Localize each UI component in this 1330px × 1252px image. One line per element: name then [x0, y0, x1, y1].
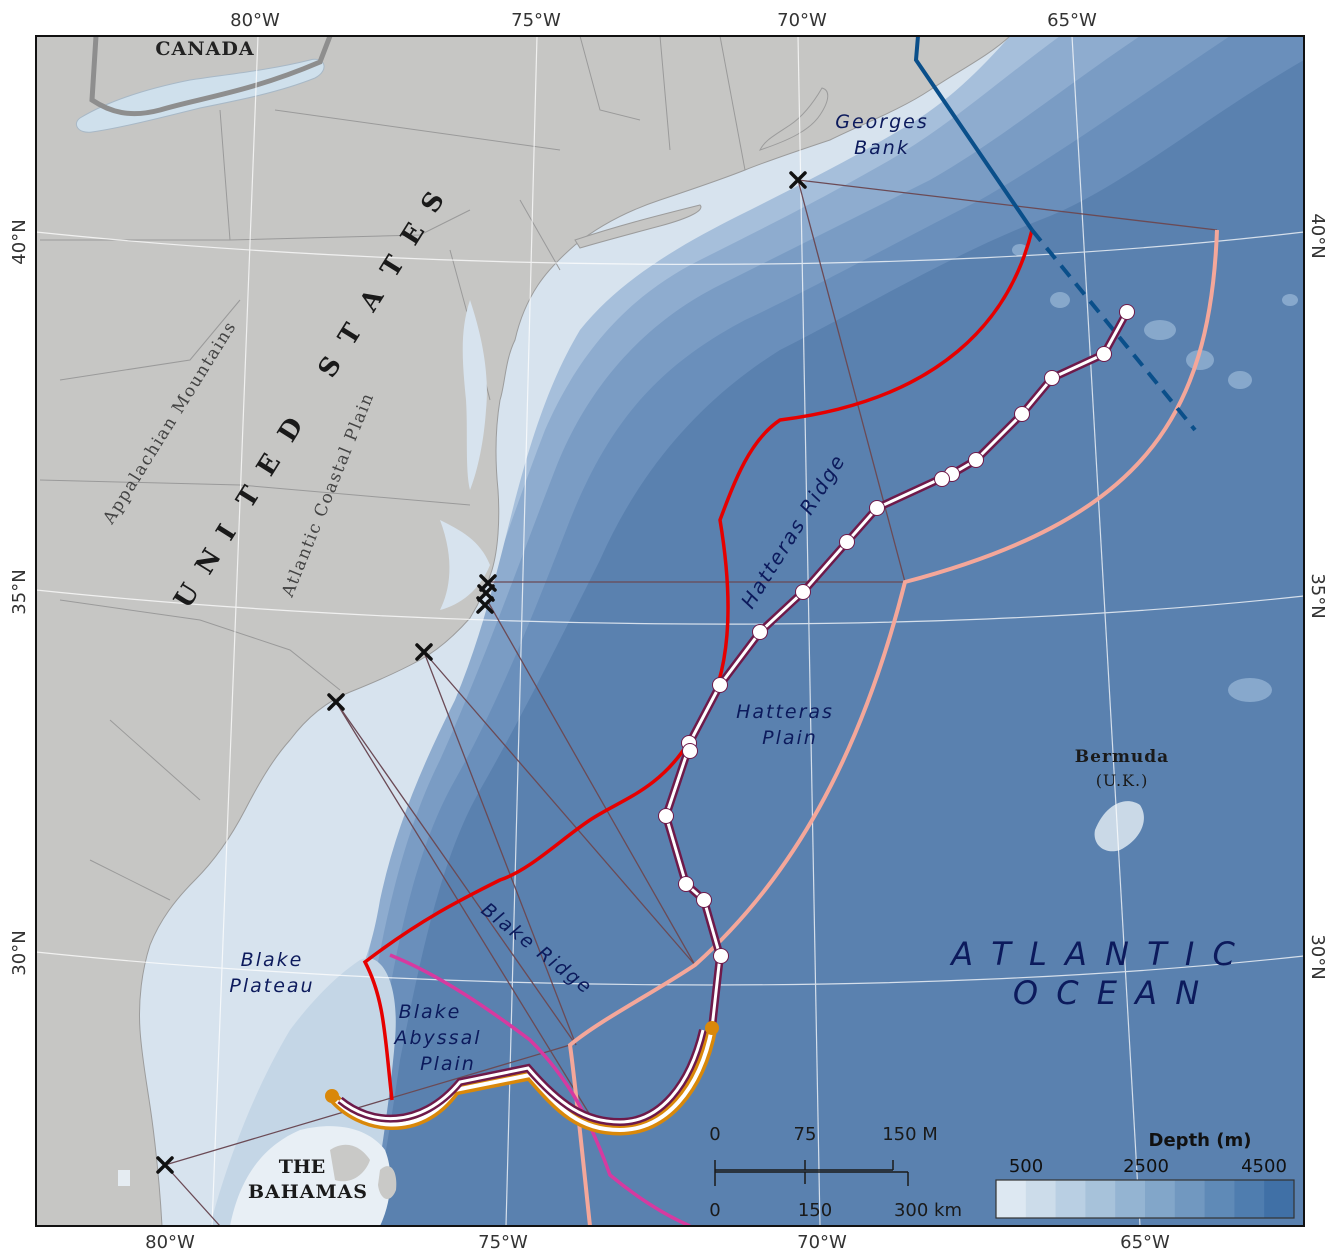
lon-label-bottom-75w: 75°W	[478, 1232, 528, 1252]
label-blake-abyssal-3: Plain	[420, 1053, 476, 1075]
depth-swatch	[1204, 1180, 1235, 1218]
depth-swatch	[1145, 1180, 1176, 1218]
depth-legend-swatches	[996, 1180, 1295, 1218]
lat-label-left-35n: 35°N	[9, 569, 30, 614]
scale-km-0: 0	[709, 1200, 720, 1221]
scale-km-300: 300 km	[894, 1200, 962, 1221]
eez-boundary-solid	[913, 36, 1034, 232]
depth-legend-title: Depth (m)	[1149, 1130, 1252, 1151]
connector-lines	[164, 179, 1218, 1226]
maroon-track-south-inner	[339, 1029, 705, 1124]
orange-endpoints	[325, 1021, 719, 1103]
depth-tick-500: 500	[1009, 1156, 1043, 1177]
label-blake-abyssal-1: Blake	[399, 1001, 462, 1023]
label-hatteras-plain-1: Hatteras	[736, 701, 834, 723]
seamounts	[1012, 244, 1298, 702]
scale-mi-75: 75	[794, 1124, 817, 1145]
orange-track-inner	[330, 1027, 714, 1133]
label-canada: CANADA	[155, 38, 254, 60]
label-bermuda-2: (U.K.)	[1096, 771, 1149, 790]
depth-legend-frame	[995, 1179, 1295, 1219]
scale-bar	[714, 1160, 909, 1186]
chesapeake-bay	[462, 300, 487, 490]
depth-swatch	[1264, 1180, 1295, 1218]
map-frame	[35, 35, 1305, 1227]
scale-mi-150: 150 M	[882, 1124, 938, 1145]
label-blake-abyssal-2: Abyssal	[392, 1027, 481, 1049]
lon-label-bottom-70w: 70°W	[797, 1232, 847, 1252]
label-blake-plateau-1: Blake	[241, 949, 304, 971]
label-bermuda-1: Bermuda	[1075, 747, 1169, 767]
lat-label-right-30n: 30°N	[1307, 934, 1328, 979]
lat-label-left-30n: 30°N	[9, 930, 30, 975]
long-island	[574, 204, 702, 249]
salmon-boundary	[567, 229, 1219, 1226]
lon-label-top-65w: 65°W	[1047, 10, 1097, 31]
depth-swatch	[1025, 1180, 1057, 1218]
depth-swatch	[996, 1180, 1027, 1218]
pamlico-sound	[440, 520, 490, 610]
magenta-line	[389, 953, 691, 1226]
land-united-states	[36, 36, 1011, 1226]
lon-label-top-80w: 80°W	[230, 10, 280, 31]
label-bahamas-2: BAHAMAS	[248, 1181, 368, 1203]
canada-border	[89, 36, 333, 117]
track-stations	[658, 304, 1135, 964]
station-x-markers	[156, 171, 807, 1174]
lon-label-top-70w: 70°W	[777, 10, 827, 31]
depth-swatch	[1115, 1180, 1146, 1218]
lon-label-bottom-80w: 80°W	[145, 1232, 195, 1252]
depth-swatch	[1234, 1180, 1265, 1218]
bahamas-islands	[118, 1144, 397, 1200]
bermuda-rise	[1094, 801, 1144, 852]
scale-mi-0: 0	[709, 1124, 720, 1145]
lon-label-bottom-65w: 65°W	[1120, 1232, 1170, 1252]
lon-label-top-75w: 75°W	[511, 10, 561, 31]
lat-label-right-35n: 35°N	[1307, 573, 1328, 618]
depth-swatch	[1174, 1180, 1206, 1218]
depth-tick-2500: 2500	[1123, 1156, 1169, 1177]
lat-label-right-40n: 40°N	[1307, 213, 1328, 258]
label-atlantic-1: A T L A N T I C	[949, 935, 1239, 973]
eez-boundary-dashed	[1030, 228, 1197, 432]
depth-swatch	[1085, 1180, 1116, 1218]
label-bahamas-1: THE	[279, 1156, 326, 1178]
lat-label-left-40n: 40°N	[9, 219, 30, 264]
label-blake-plateau-2: Plateau	[229, 975, 314, 997]
graticule	[36, 36, 1304, 1226]
depth-tick-4500: 4500	[1241, 1156, 1287, 1177]
label-atlantic-2: O C E A N	[1013, 974, 1203, 1012]
label-georges-2: Bank	[854, 137, 910, 159]
cape-cod	[759, 87, 829, 151]
label-hatteras-plain-2: Plain	[762, 727, 818, 749]
depth-swatch	[1055, 1180, 1086, 1218]
scale-km-150: 150	[798, 1200, 832, 1221]
label-georges-1: Georges	[835, 111, 929, 133]
